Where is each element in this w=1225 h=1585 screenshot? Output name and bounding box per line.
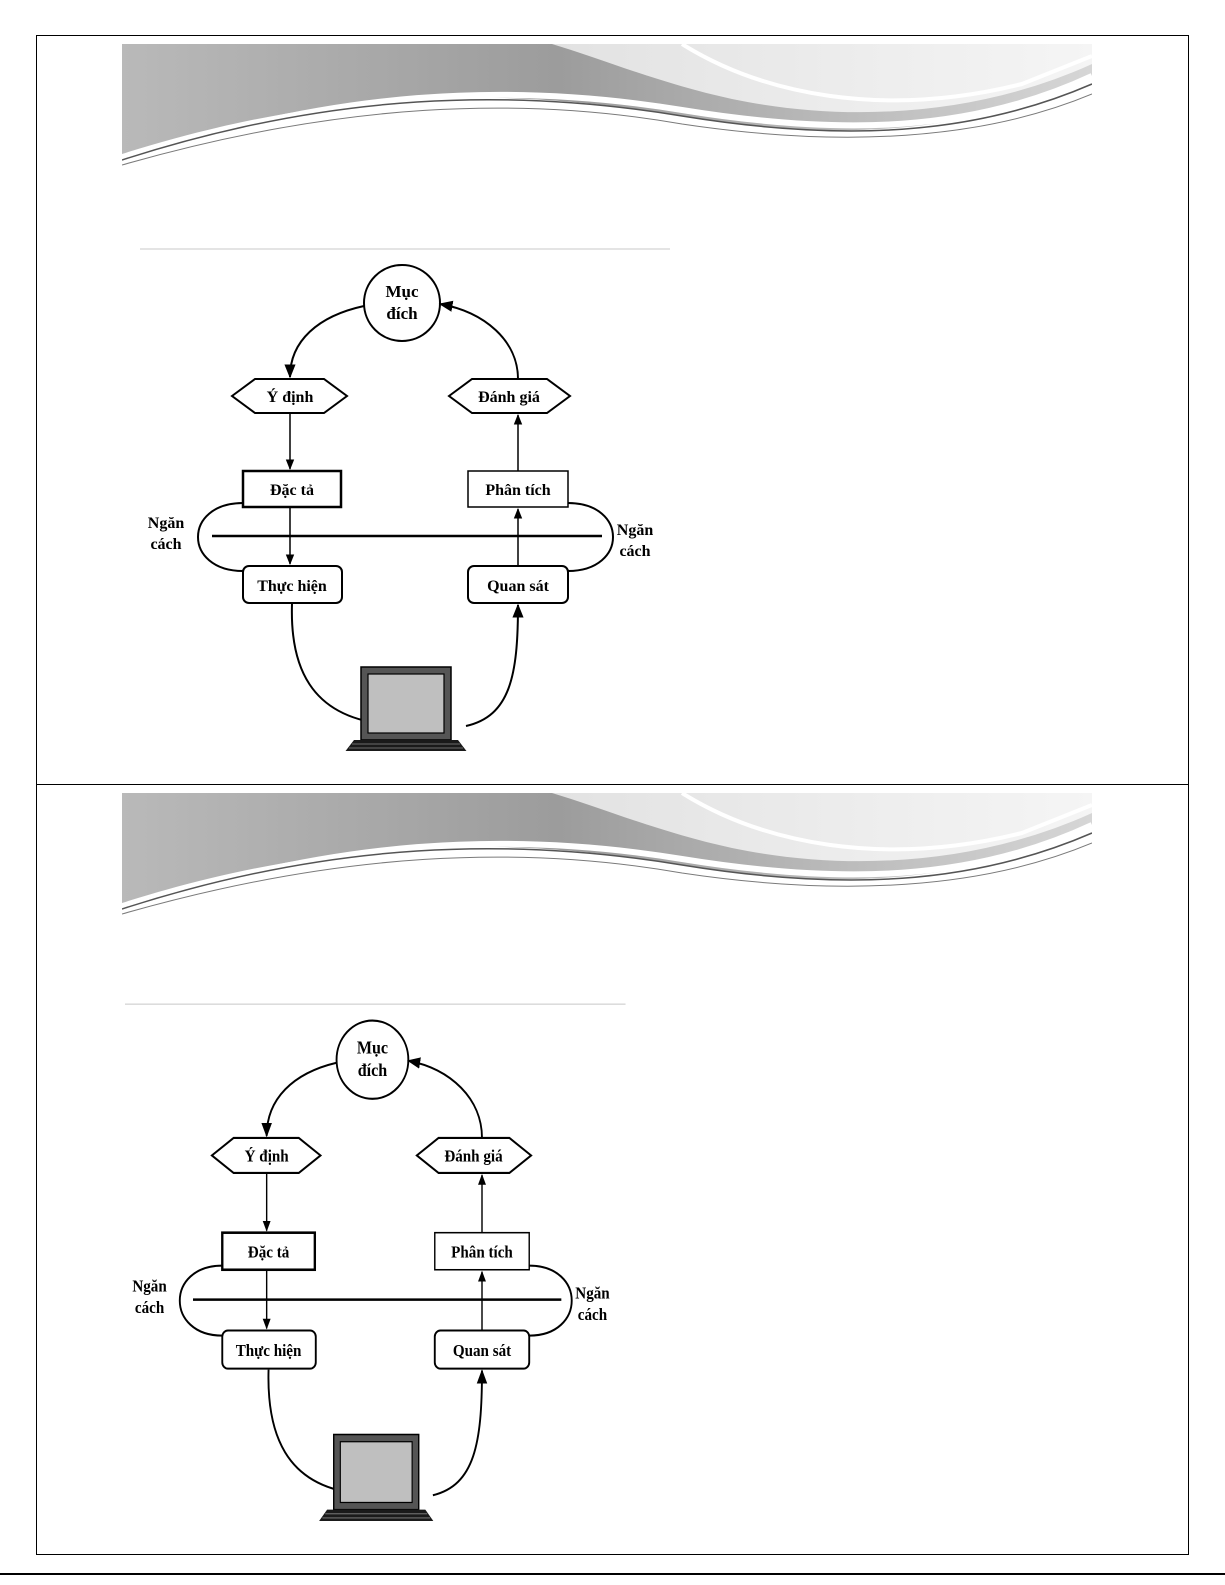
- analysis-node: Phân tích: [468, 471, 568, 507]
- evaluation-node: Đánh giá: [417, 1138, 531, 1173]
- slide-1: Mục đích Ý định Đánh giá Đặc tả Phân tíc…: [36, 35, 1189, 785]
- page-bottom-line: [0, 1573, 1225, 1575]
- specification-label: Đặc tả: [270, 482, 314, 499]
- decorative-banner: [122, 44, 1092, 166]
- evaluation-label: Đánh giá: [478, 389, 540, 406]
- laptop-icon: [344, 667, 468, 751]
- observation-node: Quan sát: [435, 1331, 529, 1369]
- arrow-goal-to-intention: [290, 306, 364, 377]
- goal-node: Mục đích: [364, 265, 440, 341]
- specification-node: Đặc tả: [222, 1233, 315, 1270]
- observation-label: Quan sát: [487, 578, 549, 595]
- arrow-goal-to-intention: [267, 1063, 337, 1136]
- observation-node: Quan sát: [468, 566, 568, 603]
- gulf-right-label-line-2: cách: [619, 543, 650, 560]
- specification-label: Đặc tả: [248, 1244, 290, 1262]
- execution-node: Thực hiện: [222, 1331, 316, 1369]
- gulf-left-label-line-2: cách: [150, 536, 181, 553]
- gulf-right-label-line-1: Ngăn: [575, 1285, 610, 1303]
- goal-node: Mục đích: [337, 1021, 409, 1099]
- evaluation-label: Đánh giá: [444, 1148, 502, 1166]
- evaluation-node: Đánh giá: [449, 379, 570, 413]
- intention-node: Ý định: [232, 379, 347, 413]
- slide-2: Mục đích Ý định Đánh giá Đặc tả Phân tíc…: [36, 784, 1189, 1555]
- goal-label-line-2: đích: [358, 1061, 388, 1081]
- arrow-computer-to-observation: [433, 1371, 482, 1496]
- goal-label-line-1: Mục: [357, 1038, 389, 1058]
- goal-label-line-1: Mục: [385, 282, 419, 301]
- execution-label: Thực hiện: [257, 578, 327, 595]
- execution-label: Thực hiện: [236, 1343, 302, 1361]
- gulf-left-label-line-1: Ngăn: [148, 515, 185, 532]
- gulf-left-label-line-1: Ngăn: [132, 1278, 167, 1296]
- intention-node: Ý định: [212, 1138, 321, 1173]
- goal-label-line-2: đích: [386, 304, 418, 323]
- intention-label: Ý định: [245, 1146, 289, 1166]
- decorative-banner: [122, 793, 1092, 915]
- arrow-evaluation-to-goal: [440, 304, 518, 379]
- arrow-evaluation-to-goal: [408, 1061, 482, 1138]
- laptop-icon: [318, 1435, 435, 1521]
- arrow-computer-to-observation: [466, 605, 518, 726]
- interaction-cycle-diagram: Mục đích Ý định Đánh giá Đặc tả Phân tíc…: [140, 246, 680, 751]
- execution-node: Thực hiện: [243, 566, 342, 603]
- analysis-label: Phân tích: [485, 482, 550, 499]
- gulf-right-label-line-2: cách: [578, 1307, 608, 1325]
- specification-node: Đặc tả: [243, 471, 341, 507]
- observation-label: Quan sát: [453, 1343, 512, 1361]
- gulf-left-label-line-2: cách: [135, 1299, 165, 1317]
- interaction-cycle-diagram: Mục đích Ý định Đánh giá Đặc tả Phân tíc…: [125, 1001, 635, 1521]
- analysis-label: Phân tích: [451, 1244, 513, 1262]
- gulf-right-label-line-1: Ngăn: [617, 522, 654, 539]
- intention-label: Ý định: [267, 387, 314, 406]
- analysis-node: Phân tích: [435, 1233, 529, 1270]
